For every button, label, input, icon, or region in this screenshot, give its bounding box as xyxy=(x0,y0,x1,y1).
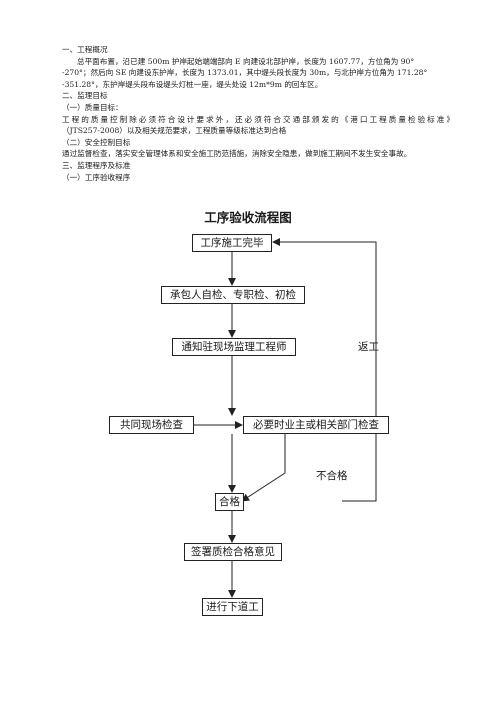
node-pass: 合格 xyxy=(215,493,244,511)
section-3-heading: 三、监理程序及标准 xyxy=(62,160,131,170)
label-rework: 返工 xyxy=(358,341,379,353)
node-joint-site-inspection: 共同现场检查 xyxy=(109,416,194,434)
arrow-owner-to-pass xyxy=(241,434,286,502)
node-owner-dept-inspection: 必要时业主或相关部门检查 xyxy=(243,416,389,434)
section-2-1-paragraph-line-2: （JTS257-2008）以及相关规范要求，工程质量等级标准达到合格 xyxy=(62,126,287,136)
flowchart-title: 工序验收流程图 xyxy=(204,210,292,225)
intro-text: 一、工程概况 总平面布置，沿已建 500m 护岸起始端端部向 E 向建设北部护岸… xyxy=(62,44,454,183)
node-contractor-self-check: 承包人自检、专职检、初检 xyxy=(161,286,305,304)
section-2-2-heading: （二）安全控制目标 xyxy=(62,137,131,147)
section-1-paragraph-line-2: -270°；然后向 SE 向建设东护岸，长度为 1373.01，其中堤头段长度为… xyxy=(62,68,428,78)
section-2-heading: 二、监理目标 xyxy=(62,91,108,101)
section-2-2-paragraph: 通过监督检查，落实安全管理体系和安全施工防范措施，消除安全隐患，做到施工期间不发… xyxy=(62,149,412,159)
section-3-1-heading: （一）工序验收程序 xyxy=(62,172,131,182)
node-process-complete: 工序施工完毕 xyxy=(192,234,272,252)
node-notify-supervisor: 通知驻现场监理工程师 xyxy=(172,338,296,356)
section-2-1-heading: （一）质量目标： xyxy=(62,102,123,112)
arrow-rework-loop xyxy=(272,238,377,502)
label-fail: 不合格 xyxy=(316,470,348,482)
node-sign-approval: 签署质检合格意见 xyxy=(184,543,282,561)
section-1-heading: 一、工程概况 xyxy=(62,45,108,54)
node-next-process: 进行下道工 xyxy=(202,598,263,616)
section-1-paragraph-line-1: 总平面布置，沿已建 500m 护岸起始端端部向 E 向建设北部护岸，长度为 16… xyxy=(77,56,415,66)
section-2-1-paragraph-line-1: 工程的质量控制除必须符合设计要求外，还必须符合交通部颁发的《港口工程质量检验标准… xyxy=(62,114,454,124)
section-1-paragraph-line-3: -351.28°，东护岸堤头段布设堤头灯桩一座，堤头处设 12m*9m 的回车区… xyxy=(62,79,323,89)
